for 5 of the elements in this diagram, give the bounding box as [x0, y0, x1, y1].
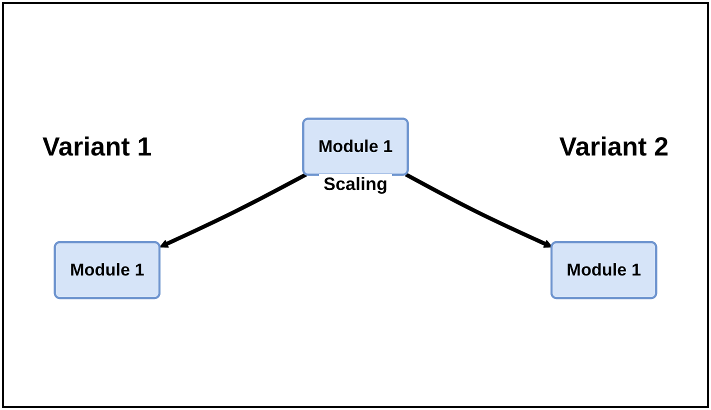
node-label: Variant 2	[559, 131, 669, 162]
arrow	[160, 172, 308, 248]
arrow	[404, 172, 552, 248]
annotation-text: Scaling	[319, 174, 392, 194]
node-label: Variant 1	[42, 131, 152, 162]
